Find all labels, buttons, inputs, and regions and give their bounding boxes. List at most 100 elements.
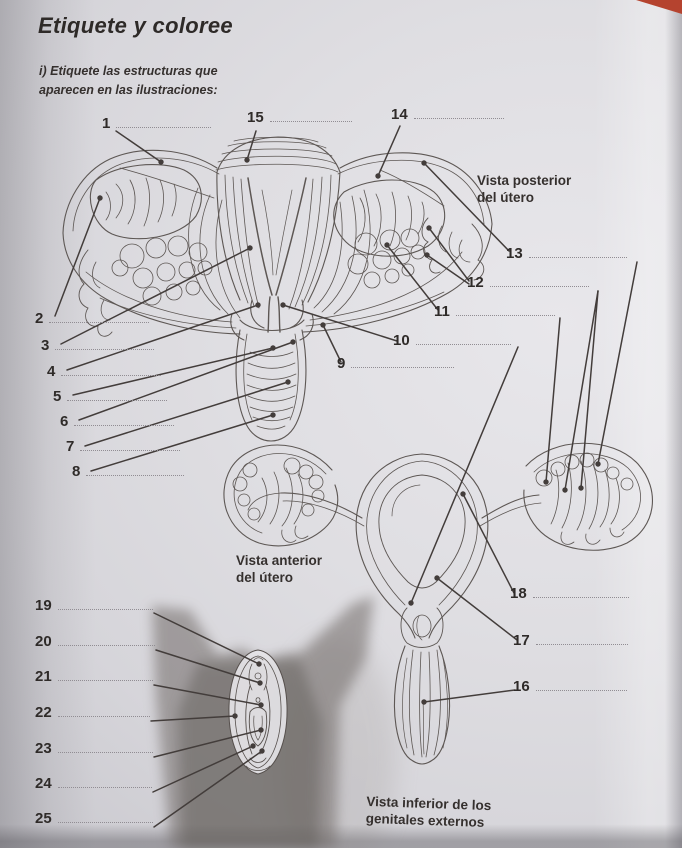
leader-line-12 (428, 227, 470, 282)
leader-line-11 (386, 244, 439, 311)
leader-dot-14 (375, 173, 381, 179)
label-number: 3 (41, 337, 50, 354)
leader-dot-12 (578, 485, 584, 491)
label-12: 12 (467, 274, 589, 290)
leader-dot-16 (421, 699, 427, 705)
label-number: 9 (337, 355, 346, 372)
anterior-uterus-figure (223, 442, 653, 765)
leader-dot-17 (434, 575, 440, 581)
label-1: 1 (102, 115, 212, 131)
leader-line-3 (60, 247, 251, 345)
answer-line (57, 704, 150, 717)
label-4: 4 (47, 363, 162, 380)
label-18: 18 (510, 585, 629, 601)
leader-dot-21 (258, 702, 264, 708)
leader-line-17 (436, 577, 518, 641)
answer-line (269, 109, 352, 122)
leader-dot-13 (421, 160, 427, 166)
leader-dot-12 (426, 225, 432, 231)
leader-dot-23 (258, 727, 264, 733)
leader-line-18 (462, 493, 515, 594)
leader-dot-15 (244, 157, 250, 163)
label-number: 20 (35, 633, 52, 650)
page-title: Etiquete y coloree (38, 13, 233, 38)
external-genitalia-figure (228, 649, 288, 775)
leader-line-11 (545, 317, 561, 483)
label-number: 11 (434, 303, 450, 320)
answer-line (49, 310, 150, 323)
label-14: 14 (391, 106, 504, 122)
label-11: 11 (434, 303, 555, 319)
answer-line (57, 810, 153, 823)
leader-dot-2 (97, 195, 103, 201)
leader-line-2 (54, 197, 101, 317)
label-number: 23 (35, 740, 52, 757)
label-10: 10 (393, 332, 511, 348)
leader-line-14 (377, 125, 401, 177)
leader-line-4 (66, 304, 259, 371)
caption-anterior-view: Vista anterior del útero (236, 553, 323, 585)
caption-inferior-view: Vista inferior de los genitales externos (365, 793, 492, 830)
leader-dot-11 (384, 242, 390, 248)
answer-line (57, 775, 152, 788)
label-number: 25 (35, 810, 52, 827)
label-number: 4 (47, 363, 56, 380)
label-number: 21 (35, 668, 52, 685)
leader-line-19 (153, 612, 260, 665)
leader-line-25 (153, 750, 263, 828)
label-number: 12 (467, 274, 484, 291)
label-2: 2 (35, 310, 150, 326)
answer-line (57, 668, 153, 681)
leader-dot-4 (255, 302, 261, 308)
label-number: 16 (513, 678, 530, 695)
leader-line-13 (423, 162, 510, 252)
answer-line (57, 597, 153, 610)
instruction-text: i) Etiquete las estructuras que aparecen… (39, 62, 218, 99)
leader-line-6 (78, 341, 294, 421)
leader-line-5 (72, 347, 274, 396)
leader-dot-11 (543, 479, 549, 485)
leader-dot-9 (320, 322, 326, 328)
label-8: 8 (72, 463, 185, 479)
label-number: 17 (513, 632, 530, 649)
answer-line (61, 363, 162, 376)
leader-line-21 (153, 684, 262, 706)
instruction-line-2: aparecen en las ilustraciones: (39, 82, 218, 97)
label-number: 15 (247, 109, 264, 126)
leader-dot-12 (424, 252, 430, 258)
leader-dot-7 (285, 379, 291, 385)
answer-line (80, 438, 181, 451)
answer-line (74, 413, 175, 426)
label-16: 16 (513, 678, 627, 694)
label-17: 17 (513, 632, 628, 648)
leader-dot-25 (259, 748, 265, 754)
label-13: 13 (506, 245, 627, 261)
label-24: 24 (35, 775, 152, 791)
leader-line-13 (597, 261, 638, 465)
leader-dot-10 (280, 302, 286, 308)
label-number: 7 (66, 438, 75, 455)
answer-line (489, 274, 589, 287)
leader-line-15 (246, 130, 257, 161)
leader-line-20 (155, 649, 261, 684)
leader-line-22 (150, 715, 236, 722)
answer-line (57, 633, 155, 646)
label-number: 18 (510, 585, 527, 602)
leader-dot-22 (232, 713, 238, 719)
label-number: 6 (60, 413, 69, 430)
answer-line (351, 355, 455, 368)
label-3: 3 (41, 337, 155, 354)
leader-dot-12 (562, 487, 568, 493)
label-number: 22 (35, 704, 52, 721)
leader-line-10 (410, 346, 519, 604)
label-6: 6 (60, 413, 175, 430)
leader-line-9 (322, 324, 342, 363)
answer-line (535, 632, 628, 645)
answer-line (455, 303, 555, 316)
label-15: 15 (247, 109, 352, 125)
instruction-line-1: i) Etiquete las estructuras que (39, 64, 218, 78)
label-number: 14 (391, 106, 408, 123)
label-25: 25 (35, 810, 153, 826)
